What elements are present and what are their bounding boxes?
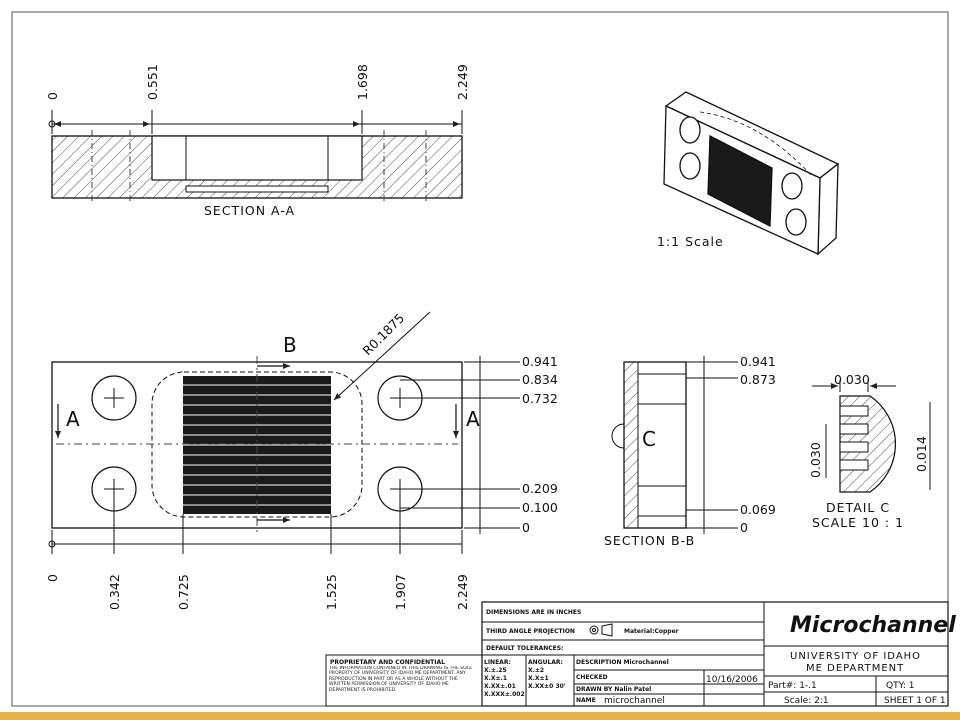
slide-bottom-bar [0,712,960,720]
section-a-dim-2249: 2.249 [455,64,470,100]
front-x-dim-2249: 2.249 [455,574,470,610]
part-name: microchannel [604,696,665,706]
section-b-dim-0069: 0.069 [740,502,776,517]
section-b-dim-0873: 0.873 [740,372,776,387]
marker-a-left: A [66,407,80,431]
section-a-dim-0: 0 [45,92,60,100]
quantity: QTY: 1 [886,681,915,691]
front-y-dim-0941: 0.941 [522,354,558,369]
iso-scale-caption: 1:1 Scale [657,234,724,249]
drawing-title: Microchannel [790,613,956,638]
proprietary-notice: THE INFORMATION CONTAINED IN THIS DRAWIN… [329,666,473,693]
sheet-number: SHEET 1 OF 1 [884,696,946,706]
section-b-dim-0: 0 [740,520,748,535]
front-x-dim-0725: 0.725 [176,574,191,610]
title-block-grid [325,601,949,707]
detail-c-caption: DETAIL C [826,500,890,515]
section-a-dim-1698: 1.698 [355,64,370,100]
sheet-scale: Scale: 2:1 [784,696,829,706]
name-label: NAME [576,697,596,704]
section-b-caption: SECTION B-B [604,533,695,548]
university-name: UNIVERSITY OF IDAHO [790,651,921,662]
radius-label: R0.1875 [360,310,408,358]
section-b-b-view [611,356,738,534]
front-y-dim-0209: 0.209 [522,481,558,496]
department-name: ME DEPARTMENT [806,663,904,674]
section-a-dim-0551: 0.551 [145,64,160,100]
isometric-view [663,91,840,256]
checked-field: CHECKED [576,674,608,681]
dimensions-note: DIMENSIONS ARE IN INCHES [486,609,581,616]
angular-label: ANGULAR: [528,659,563,666]
linear-tol-3: X.XX±.01 [484,683,516,690]
detail-c-dim-right: 0.014 [914,436,929,472]
linear-tol-1: X.±.25 [484,667,507,674]
angular-tol-2: X.X±1 [528,675,549,682]
linear-tol-4: X.XXX±.002 [484,691,525,698]
description-field: DESCRIPTION Microchannel [576,659,669,666]
detail-c-dim-left: 0.030 [808,442,823,478]
front-y-dim-0732: 0.732 [522,391,558,406]
section-b-dim-0941: 0.941 [740,354,776,369]
proprietary-notice-box: THE INFORMATION CONTAINED IN THIS DRAWIN… [329,666,473,693]
projection-label: THIRD ANGLE PROJECTION [486,628,575,635]
front-y-dim-0100: 0.100 [522,500,558,515]
front-view [48,311,520,554]
front-x-dim-0342: 0.342 [107,574,122,610]
detail-c-dim-top: 0.030 [834,372,870,387]
date-field: 10/16/2006 [706,675,758,685]
front-x-dim-0: 0 [45,574,60,582]
front-x-dim-1525: 1.525 [324,574,339,610]
angular-tol-3: X.XX±0 30' [528,683,566,690]
detail-c-scale: SCALE 10 : 1 [812,515,904,530]
tolerances-header: DEFAULT TOLERANCES: [486,645,563,652]
section-a-caption: SECTION A-A [204,203,295,218]
detail-c-view [812,380,931,493]
front-x-dim-1907: 1.907 [393,574,408,610]
part-number: Part#: 1-.1 [768,681,817,691]
marker-a-right: A [466,407,480,431]
third-angle-projection-icon [589,623,613,637]
drawn-by-field: DRAWN BY Nalin Patel [576,686,651,693]
proprietary-title: PROPRIETARY AND CONFIDENTIAL [330,659,445,666]
material-label: Material:Copper [624,628,679,635]
detail-c-marker: C [642,427,656,451]
linear-tol-2: X.X±.1 [484,675,507,682]
front-y-dim-0: 0 [522,520,530,535]
front-y-dim-0834: 0.834 [522,372,558,387]
marker-b: B [283,333,297,357]
angular-tol-1: X.±2 [528,667,544,674]
section-a-a-view [48,110,463,204]
linear-label: LINEAR: [484,659,511,666]
